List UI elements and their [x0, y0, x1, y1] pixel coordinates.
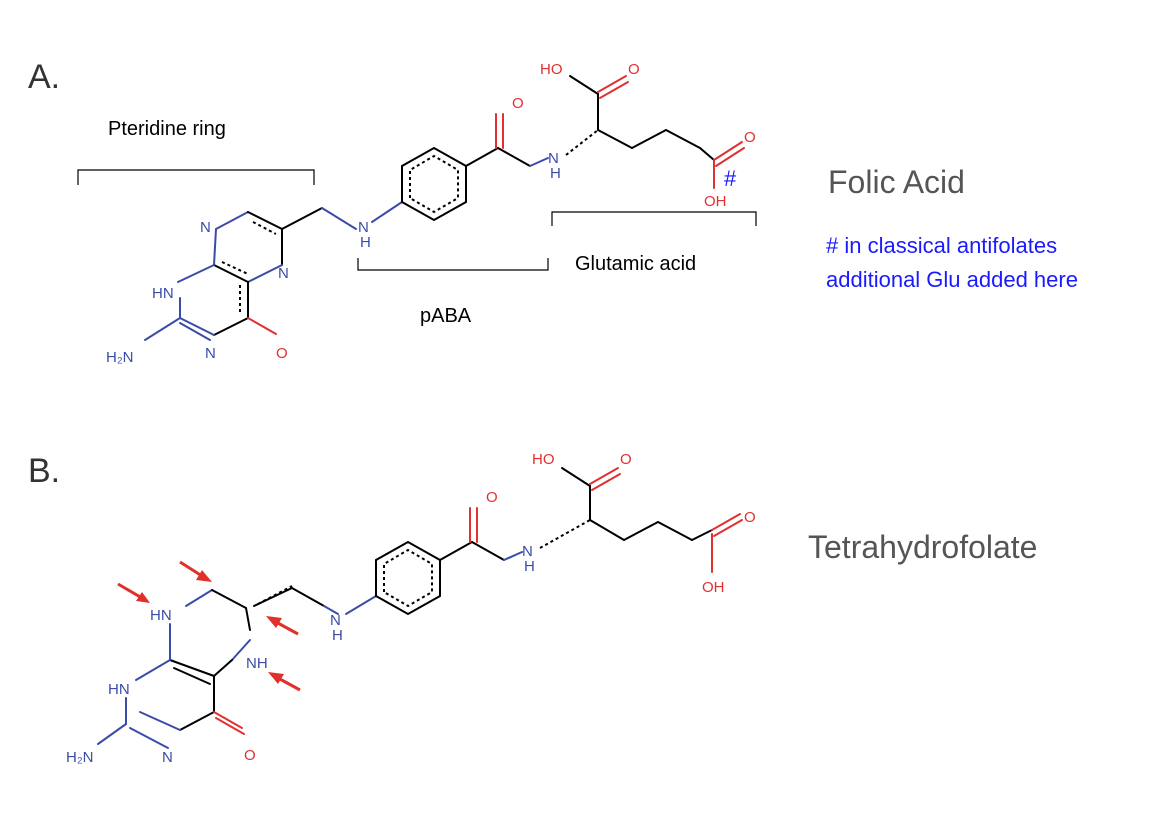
paba-bracket: [357, 258, 549, 271]
glutamic-label: Glutamic acid: [575, 253, 696, 275]
atom-nh-link: N: [358, 219, 369, 236]
reduction-arrow-4: [268, 672, 301, 692]
paba-label: pABA: [420, 305, 472, 327]
atom-o3: O: [744, 509, 756, 526]
atom-hn3: HN: [108, 681, 130, 698]
pteridine-label: Pteridine ring: [108, 118, 226, 140]
atom-o1: O: [486, 489, 498, 506]
benzene-ring-b: [345, 507, 523, 616]
atom-n3: N: [205, 345, 216, 362]
reduction-arrow-2: [179, 560, 212, 582]
hash-mark: #: [724, 166, 737, 191]
reduction-arrow-1: [117, 582, 150, 603]
atom-o1: O: [512, 95, 524, 112]
glutamate-a: [565, 75, 745, 189]
atom-o2: O: [628, 61, 640, 78]
atom-nh-link: N: [330, 612, 341, 629]
atom-o2: O: [620, 451, 632, 468]
atom-o4: O: [276, 345, 288, 362]
atom-h-link: H: [360, 234, 371, 251]
note-line-1: # in classical antifolates: [826, 233, 1057, 258]
atom-h2n: H₂N: [106, 349, 134, 366]
atom-hn: HN: [152, 285, 174, 302]
pteridine-bracket: [77, 169, 315, 185]
atom-o4: O: [244, 747, 256, 764]
folic-acid-title: Folic Acid: [828, 164, 965, 200]
atom-h2n: H₂N: [66, 749, 94, 766]
glutamic-bracket: [551, 211, 757, 226]
glutamate-b: [539, 467, 743, 573]
panel-a-letter: A.: [28, 58, 60, 96]
reduction-arrow-3: [266, 616, 299, 636]
tetrahydro-ring-b: [97, 585, 339, 749]
atom-h-amide: H: [524, 558, 535, 575]
atom-nh-amide: N: [522, 543, 533, 560]
atom-nh-amide: N: [548, 150, 559, 167]
atom-hn1: HN: [150, 607, 172, 624]
atom-ho: HO: [540, 61, 563, 78]
pteridine-ring-a: [144, 207, 357, 341]
benzene-ring-a: [371, 113, 549, 223]
panel-a: A. Folic Acid # in classical antifolates…: [28, 58, 1078, 366]
panel-b-letter: B.: [28, 452, 60, 490]
atom-n: N: [162, 749, 173, 766]
atom-o3: O: [744, 129, 756, 146]
atom-n1: N: [200, 219, 211, 236]
atom-h-link: H: [332, 627, 343, 644]
atom-h-amide: H: [550, 165, 561, 182]
panel-b: B. Tetrahydrofolate HN NH: [28, 451, 1037, 766]
atom-ho: HO: [532, 451, 555, 468]
atom-n2: N: [278, 265, 289, 282]
atom-oh: OH: [704, 193, 727, 210]
note-line-2: additional Glu added here: [826, 267, 1078, 292]
atom-oh: OH: [702, 579, 725, 596]
tetrahydrofolate-title: Tetrahydrofolate: [808, 529, 1037, 565]
atom-nh2: NH: [246, 655, 268, 672]
